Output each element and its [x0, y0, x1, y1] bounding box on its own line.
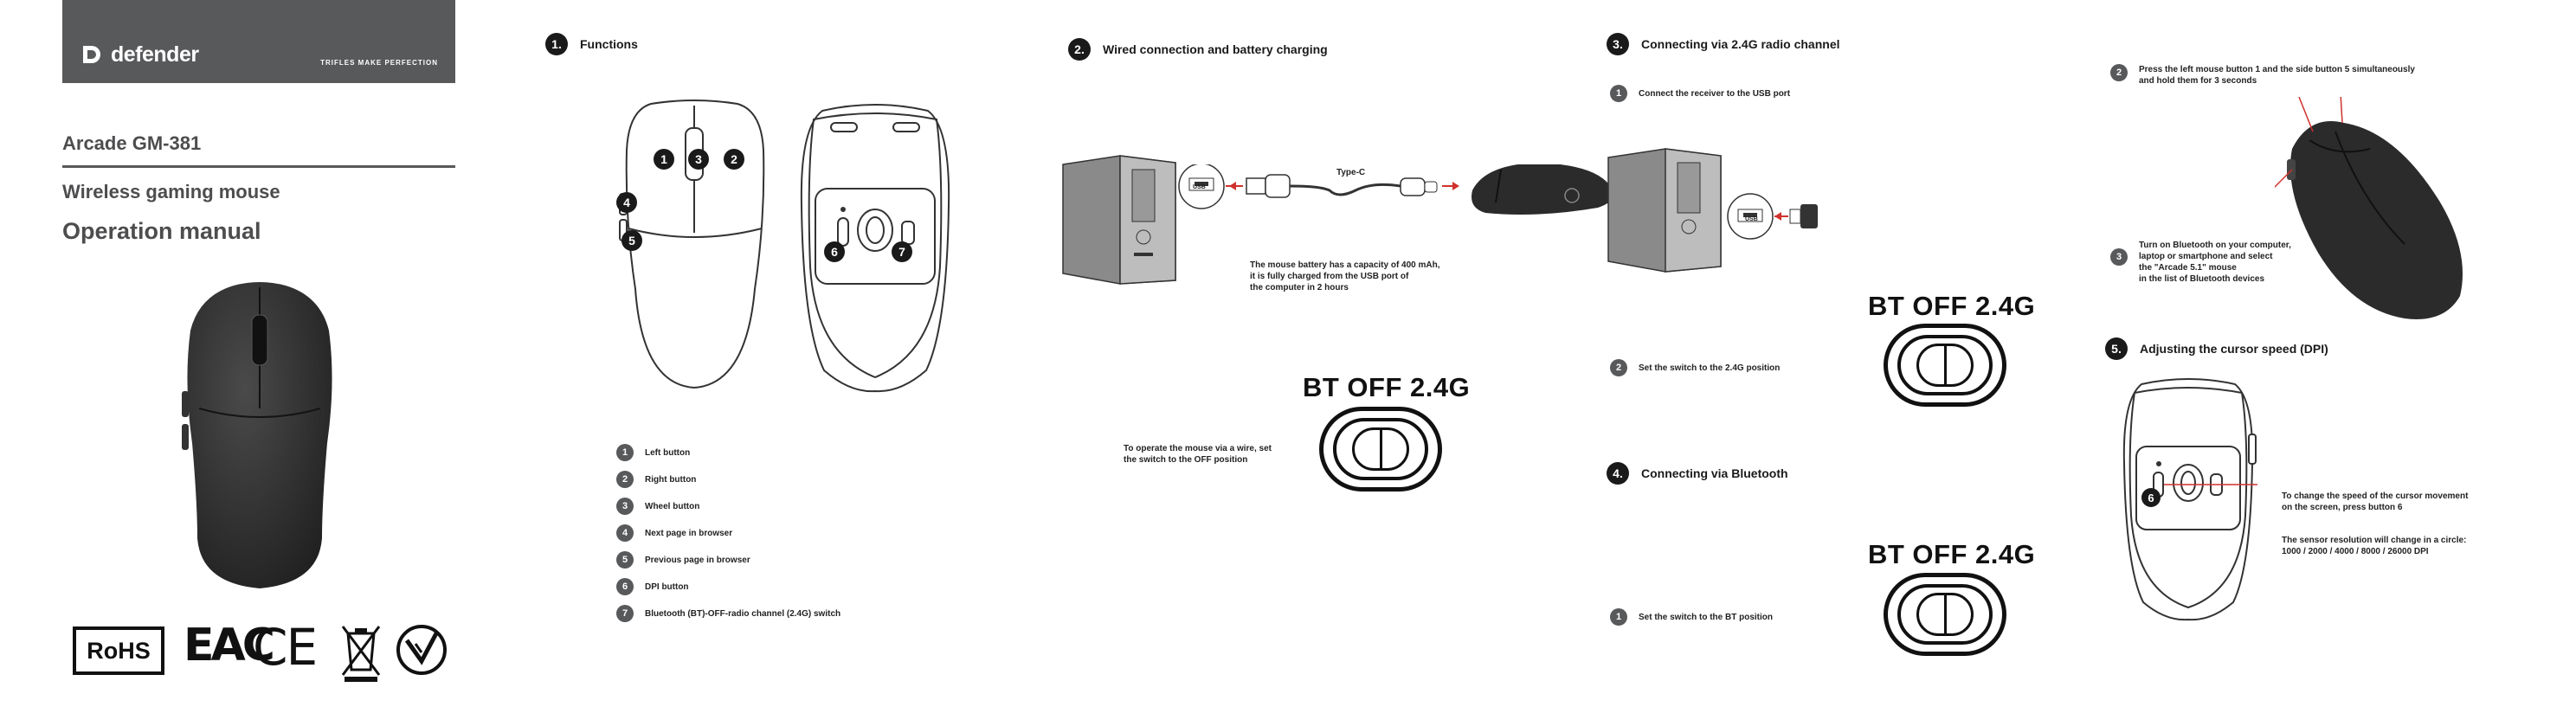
radio-header: 3. Connecting via 2.4G radio channel: [1607, 33, 1840, 55]
mode-switch-graphic: [1319, 407, 1442, 491]
cover-header-bar: defender TRIFLES MAKE PERFECTION: [62, 0, 455, 83]
logo-text: defender: [111, 42, 199, 67]
rohs-mark: RoHS: [73, 626, 164, 675]
callout-6: 6: [824, 241, 845, 262]
section-number: 5.: [2105, 337, 2128, 360]
weee-bin-icon: [341, 626, 381, 682]
section-number: 3.: [1607, 33, 1629, 55]
manual-title: Operation manual: [62, 218, 261, 244]
switch-modes-label: BT OFF 2.4G: [1868, 291, 2036, 321]
section-title: Connecting via Bluetooth: [1641, 466, 1788, 480]
switch-modes-label: BT OFF 2.4G: [1303, 372, 1471, 402]
mouse-outline-bottom: [2122, 378, 2257, 621]
section-title: Connecting via 2.4G radio channel: [1641, 37, 1840, 51]
computer-case-icon: [1062, 155, 1176, 285]
ce-mark: CE: [253, 618, 318, 677]
callout-3: 3: [688, 149, 709, 170]
mode-switch-graphic: [1884, 573, 2006, 656]
defender-logo-icon: [83, 46, 100, 63]
section-title: Wired connection and battery charging: [1103, 42, 1328, 56]
usb-port-label: USB: [1193, 184, 1206, 190]
bluetooth-step-2: 2 Press the left mouse button 1 and the …: [2110, 64, 2415, 87]
callout-2: 2: [724, 149, 744, 170]
ukrsepro-icon: [396, 625, 447, 675]
wired-connection-diagram: [1178, 164, 1613, 215]
switch-modes-label: BT OFF 2.4G: [1868, 539, 2036, 569]
brand-slogan: TRIFLES MAKE PERFECTION: [320, 59, 438, 67]
bluetooth-header: 4. Connecting via Bluetooth: [1607, 462, 1788, 485]
computer-case-icon: [1607, 148, 1722, 273]
callout-5: 5: [621, 230, 642, 251]
section-number: 1.: [545, 33, 568, 55]
callout-7: 7: [892, 241, 912, 262]
callout-1: 1: [654, 149, 674, 170]
dpi-header: 5. Adjusting the cursor speed (DPI): [2105, 337, 2328, 360]
mouse-photo-angled: [2275, 97, 2463, 319]
section-number: 4.: [1607, 462, 1629, 485]
callout-6: 6: [2141, 488, 2161, 507]
type-c-label: Type-C: [1336, 168, 1366, 177]
wired-switch-note: To operate the mouse via a wire, set the…: [1124, 444, 1272, 465]
list-item: 7 Bluetooth (BT)-OFF-radio channel (2.4G…: [616, 605, 840, 622]
section-title: Functions: [580, 37, 638, 51]
model-name: Arcade GM-381: [62, 132, 202, 154]
mode-switch-graphic: [1884, 324, 2006, 407]
battery-note: The mouse battery has a capacity of 400 …: [1250, 260, 1440, 292]
usb-port-label: USB: [1745, 216, 1758, 222]
bluetooth-step-3: 3 Turn on Bluetooth on your computer, la…: [2110, 240, 2291, 285]
section-number: 2.: [1068, 38, 1091, 61]
divider: [62, 165, 455, 168]
callout-4: 4: [616, 192, 637, 213]
functions-header: 1. Functions: [545, 33, 638, 55]
usb-receiver-diagram: [1727, 193, 1818, 240]
dpi-note-2: The sensor resolution will change in a c…: [2282, 536, 2467, 556]
mouse-photo-top: [182, 282, 332, 588]
section-title: Adjusting the cursor speed (DPI): [2140, 342, 2328, 356]
product-subtitle: Wireless gaming mouse: [62, 181, 280, 202]
eac-mark: EAC: [184, 620, 275, 671]
brand-logo: defender: [83, 42, 199, 67]
dpi-note-1: To change the speed of the cursor moveme…: [2282, 491, 2469, 512]
mouse-outline-bottom: [800, 104, 950, 393]
wired-header: 2. Wired connection and battery charging: [1068, 38, 1328, 61]
